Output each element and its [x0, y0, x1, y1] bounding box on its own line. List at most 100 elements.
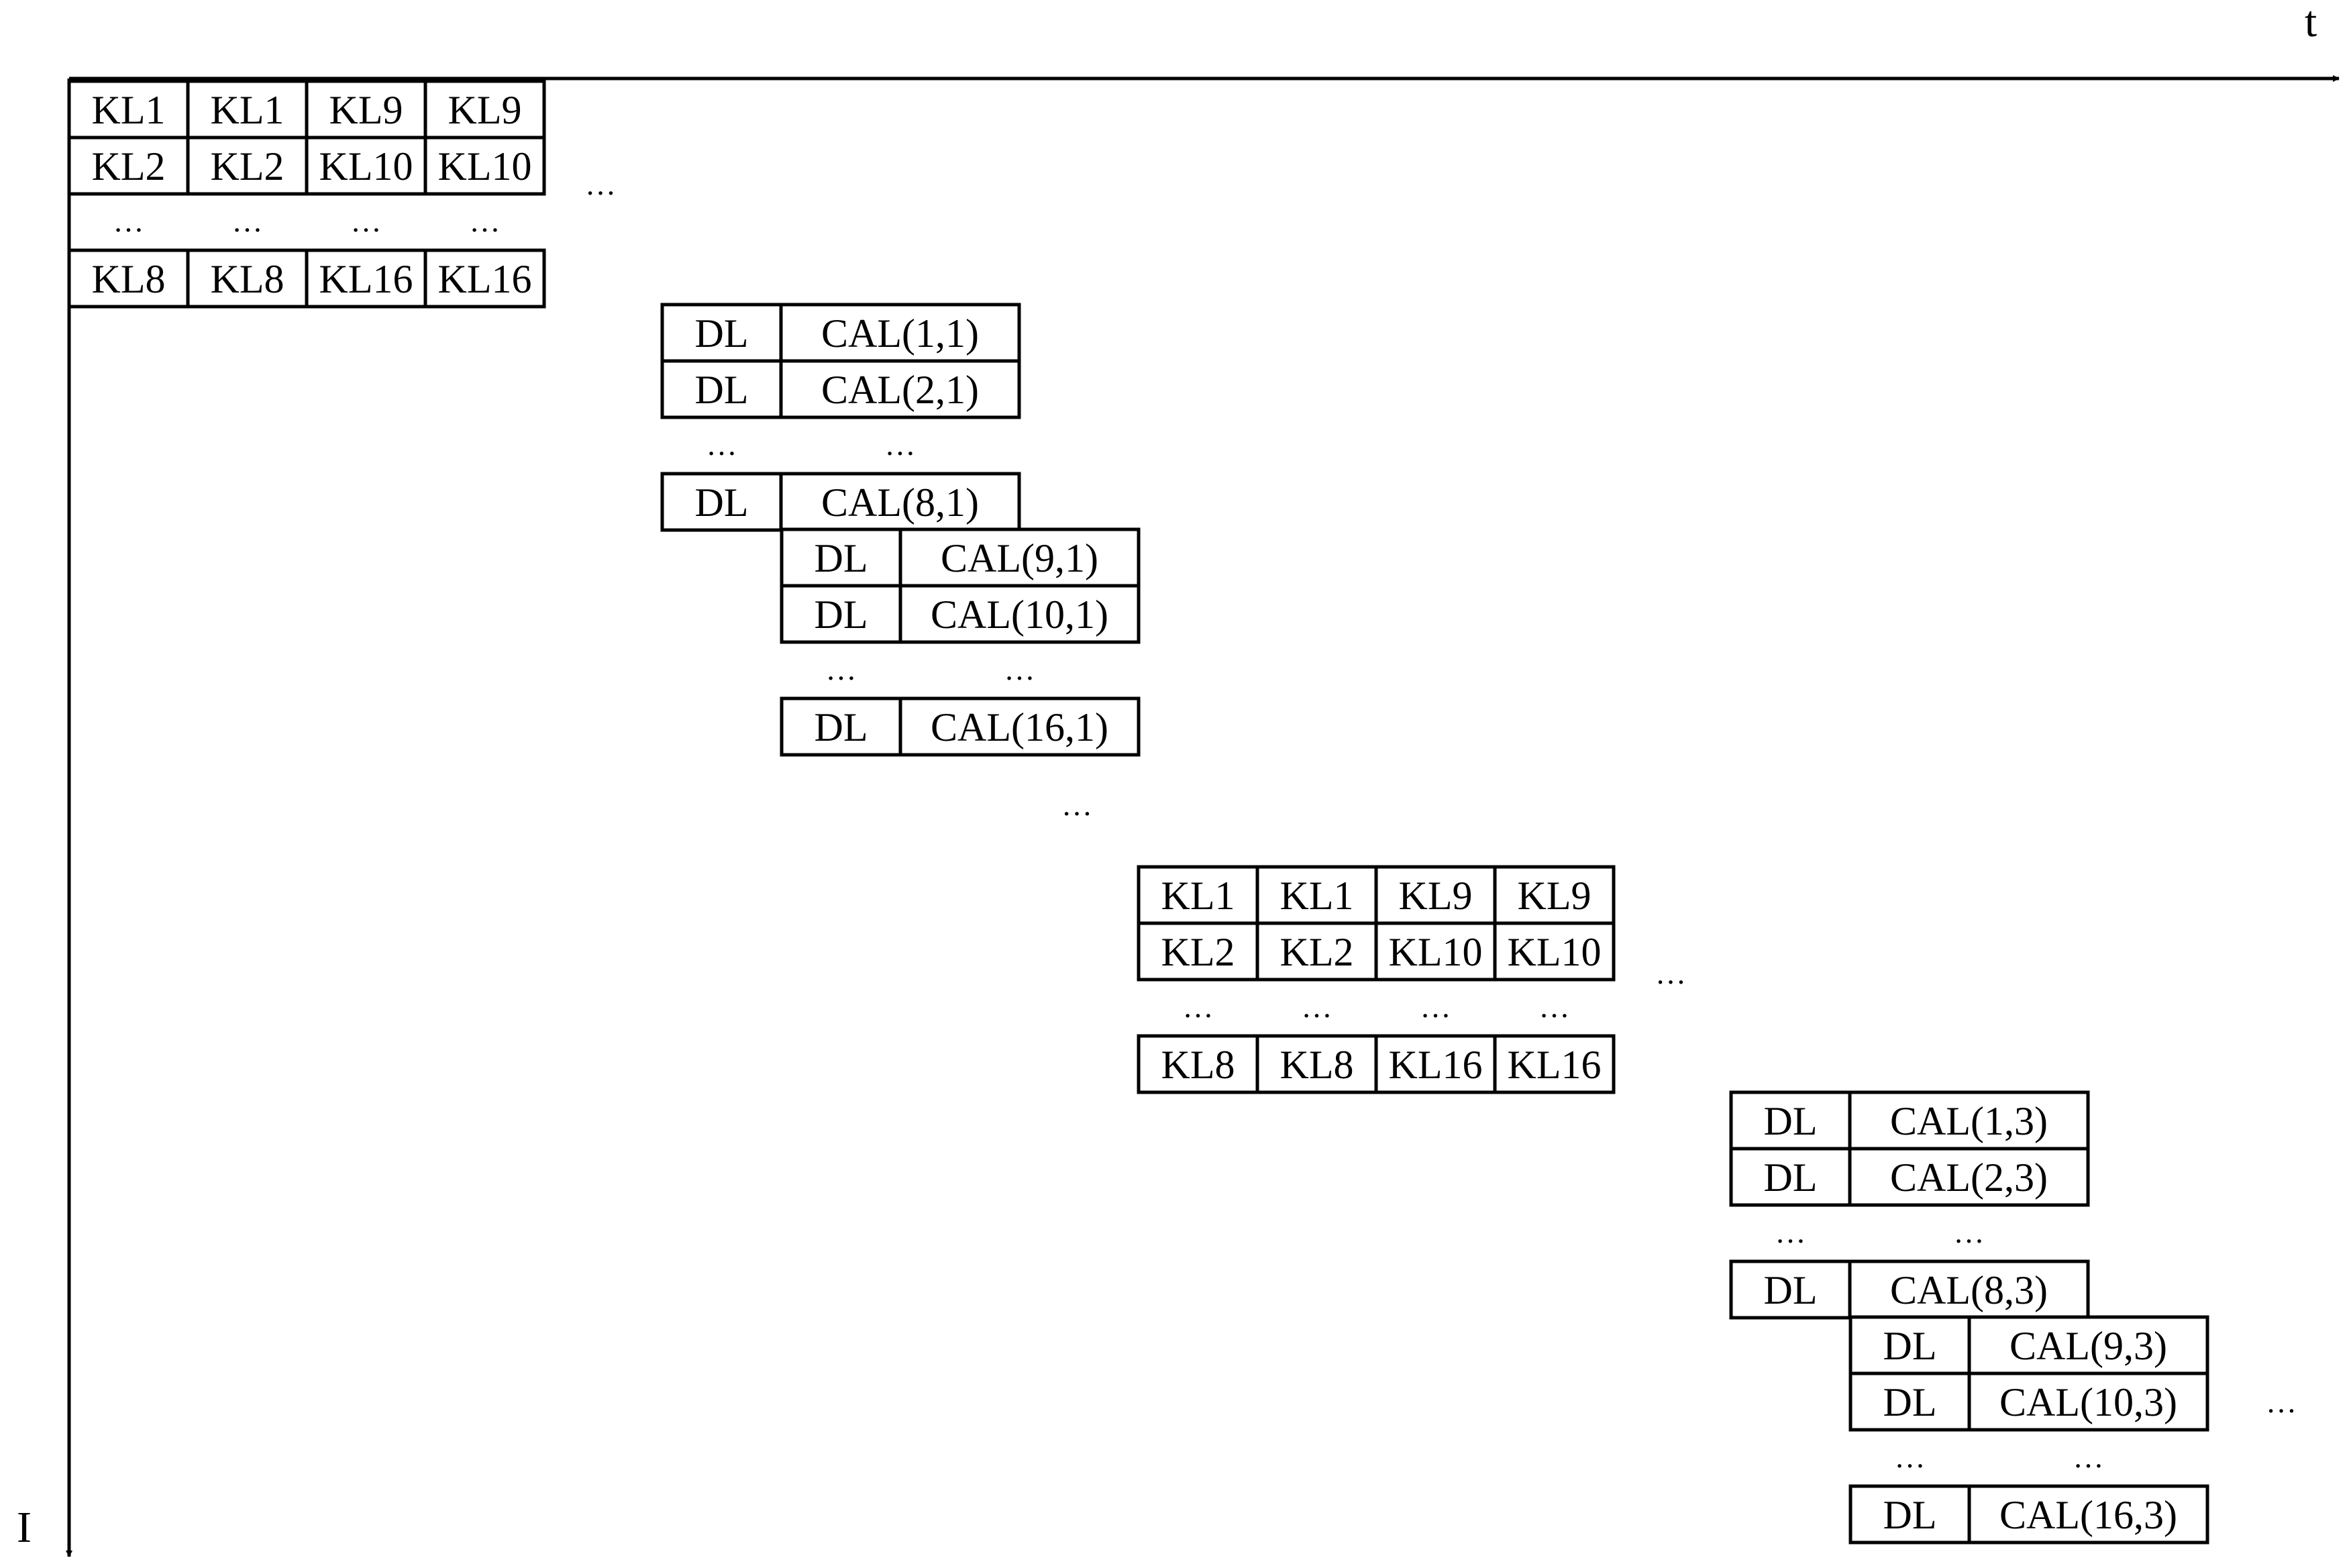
row-ellipsis: … [1775, 1215, 1806, 1249]
cal-cell-label: CAL(16,1) [931, 705, 1108, 749]
dl-cell-label: DL [815, 536, 868, 580]
kl-cell-box [423, 248, 546, 309]
row-ellipsis: … [2073, 1440, 2104, 1474]
cal-cell-box [1967, 1484, 2209, 1545]
cal-cell-label: CAL(1,3) [1890, 1099, 2048, 1143]
dl-cell-label: DL [1883, 1493, 1937, 1537]
kl-cell-label: KL2 [211, 144, 284, 189]
cal-cell-label: CAL(9,1) [941, 536, 1098, 580]
kl-cell-box [1374, 921, 1497, 982]
time-axis-label: t [2305, 0, 2317, 46]
kl-cell-box [1255, 865, 1378, 925]
dl-cell-label: DL [695, 480, 749, 525]
kl-cell-label: KL10 [1508, 930, 1602, 974]
kl-cell-box [305, 136, 427, 196]
kl-cell-box [423, 136, 546, 196]
row-ellipsis: … [1539, 990, 1570, 1024]
kl-cell-label: KL9 [1399, 874, 1473, 918]
kl-cell-label: KL1 [1280, 874, 1354, 918]
kl-cell-box [305, 79, 427, 140]
dl-cell-label: DL [695, 311, 749, 356]
dl-cell-label: DL [1764, 1155, 1818, 1200]
dl-cell-box [660, 359, 783, 419]
kl-cell-box [186, 248, 309, 309]
cal-cell-label: CAL(10,1) [931, 592, 1108, 637]
row-ellipsis: … [1420, 990, 1451, 1024]
kl-cell-box [1374, 865, 1497, 925]
dl-cell-label: DL [815, 705, 868, 749]
dl-cell-box [780, 696, 902, 757]
dl-cell-box [1729, 1259, 1852, 1320]
kl-cell-label: KL8 [211, 257, 284, 301]
kl-cell-label: KL1 [1161, 874, 1235, 918]
dl-cell-box [660, 472, 783, 532]
kl-cell-box [305, 248, 427, 309]
row-ellipsis: … [232, 204, 263, 238]
kl-cell-label: KL10 [319, 144, 413, 189]
kl-cell-label: KL16 [1508, 1043, 1602, 1087]
cal-cell-label: CAL(16,3) [1999, 1493, 2177, 1537]
cal-cell-label: CAL(2,1) [821, 368, 979, 412]
cal-cell-box [1967, 1315, 2209, 1375]
cal-cell-box [898, 584, 1141, 644]
row-ellipsis: … [351, 204, 382, 238]
kl-cell-label: KL8 [1280, 1043, 1354, 1087]
kl-cell-label: KL2 [1161, 930, 1235, 974]
cal-cell-label: CAL(8,3) [1890, 1268, 2048, 1312]
kl-cell-label: KL9 [1518, 874, 1591, 918]
kl-cell-label: KL16 [438, 257, 532, 301]
cal-cell-box [1848, 1259, 2090, 1320]
kl-cell-label: KL10 [1389, 930, 1483, 974]
row-ellipsis: … [885, 427, 916, 462]
kl-cell-box [1255, 921, 1378, 982]
cal-cell-box [779, 472, 1021, 532]
ellipsis-after-group-4: … [1655, 956, 1686, 990]
dl-cell-label: DL [695, 368, 749, 412]
cal-cell-label: CAL(10,3) [1999, 1380, 2177, 1424]
dl-cell-box [1848, 1371, 1971, 1432]
cal-cell-label: CAL(1,1) [821, 311, 979, 356]
dl-cell-label: DL [1883, 1324, 1937, 1368]
kl-cell-label: KL1 [92, 88, 166, 132]
row-ellipsis: … [707, 427, 737, 462]
kl-cell-box [186, 136, 309, 196]
row-ellipsis: … [1183, 990, 1214, 1024]
cal-cell-label: CAL(8,1) [821, 480, 979, 525]
continuation-dots: … … … … [585, 167, 2297, 1419]
row-ellipsis: … [826, 652, 857, 686]
cal-cell-box [898, 527, 1141, 588]
kl-cell-label: KL10 [438, 144, 532, 189]
block-group-3: DL CAL(9,1) DL CAL(10,1) DL CAL(16,1) … … [780, 527, 1141, 757]
row-ellipsis: … [1895, 1440, 1926, 1474]
block-group-2: DL CAL(1,1) DL CAL(2,1) DL CAL(8,1) … … [660, 303, 1021, 532]
row-ellipsis: … [1004, 652, 1035, 686]
kl-cell-box [1137, 1034, 1259, 1094]
ellipsis-between-phases: … [1061, 788, 1092, 822]
cal-cell-box [898, 696, 1141, 757]
dl-cell-label: DL [1883, 1380, 1937, 1424]
kl-cell-label: KL8 [1161, 1043, 1235, 1087]
row-ellipsis: … [113, 204, 144, 238]
dl-cell-box [1729, 1147, 1852, 1207]
index-axis-label: I [17, 1503, 32, 1552]
block-group-6: DL CAL(9,3) DL CAL(10,3) DL CAL(16,3) … … [1848, 1315, 2209, 1545]
cal-cell-box [1848, 1090, 2090, 1151]
kl-cell-label: KL16 [319, 257, 413, 301]
kl-cell-label: KL9 [329, 88, 403, 132]
kl-cell-box [1493, 921, 1616, 982]
dl-cell-label: DL [1764, 1099, 1818, 1143]
row-ellipsis: … [1302, 990, 1333, 1024]
kl-cell-label: KL8 [92, 257, 166, 301]
cal-cell-label: CAL(9,3) [2009, 1324, 2167, 1368]
dl-cell-label: DL [815, 592, 868, 637]
row-ellipsis: … [1954, 1215, 1985, 1249]
ellipsis-after-group-1: … [585, 167, 616, 201]
kl-cell-box [423, 79, 546, 140]
cal-cell-label: CAL(2,3) [1890, 1155, 2048, 1200]
kl-cell-label: KL16 [1389, 1043, 1483, 1087]
